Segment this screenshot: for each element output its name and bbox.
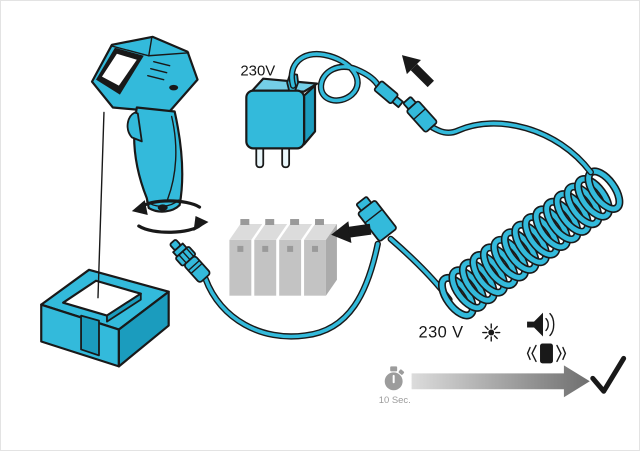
scanner-cable xyxy=(202,240,381,340)
timer-label: 10 Sec. xyxy=(379,395,411,406)
charging-cradle xyxy=(40,268,170,368)
checkmark-icon xyxy=(590,355,627,394)
power-socket-connector xyxy=(402,96,438,133)
scanner xyxy=(90,35,199,213)
adapter-pin xyxy=(255,145,265,169)
power-adapter xyxy=(245,72,319,169)
duration-gradient-arrow xyxy=(411,365,590,398)
adapter-plug xyxy=(373,80,404,109)
vibration-icon xyxy=(526,343,567,364)
batteries xyxy=(229,219,337,296)
coil-exit-cable xyxy=(429,120,594,176)
insert-battery-arrow-icon xyxy=(331,221,372,243)
power-voltage-label: 230 V xyxy=(419,324,464,342)
coiled-cable xyxy=(438,167,624,320)
adapter-pin xyxy=(281,145,291,169)
adapter-cable xyxy=(288,50,382,104)
placement-guide-line xyxy=(97,111,105,299)
sun-brightness-icon xyxy=(482,323,501,342)
rotate-arrows-icon xyxy=(131,199,209,234)
scanner-plug xyxy=(169,239,211,283)
speaker-beep-icon xyxy=(527,312,555,337)
adapter-voltage-label: 230V xyxy=(240,63,275,80)
stopwatch-icon xyxy=(384,366,405,391)
connect-plug-arrow-icon xyxy=(401,55,434,88)
